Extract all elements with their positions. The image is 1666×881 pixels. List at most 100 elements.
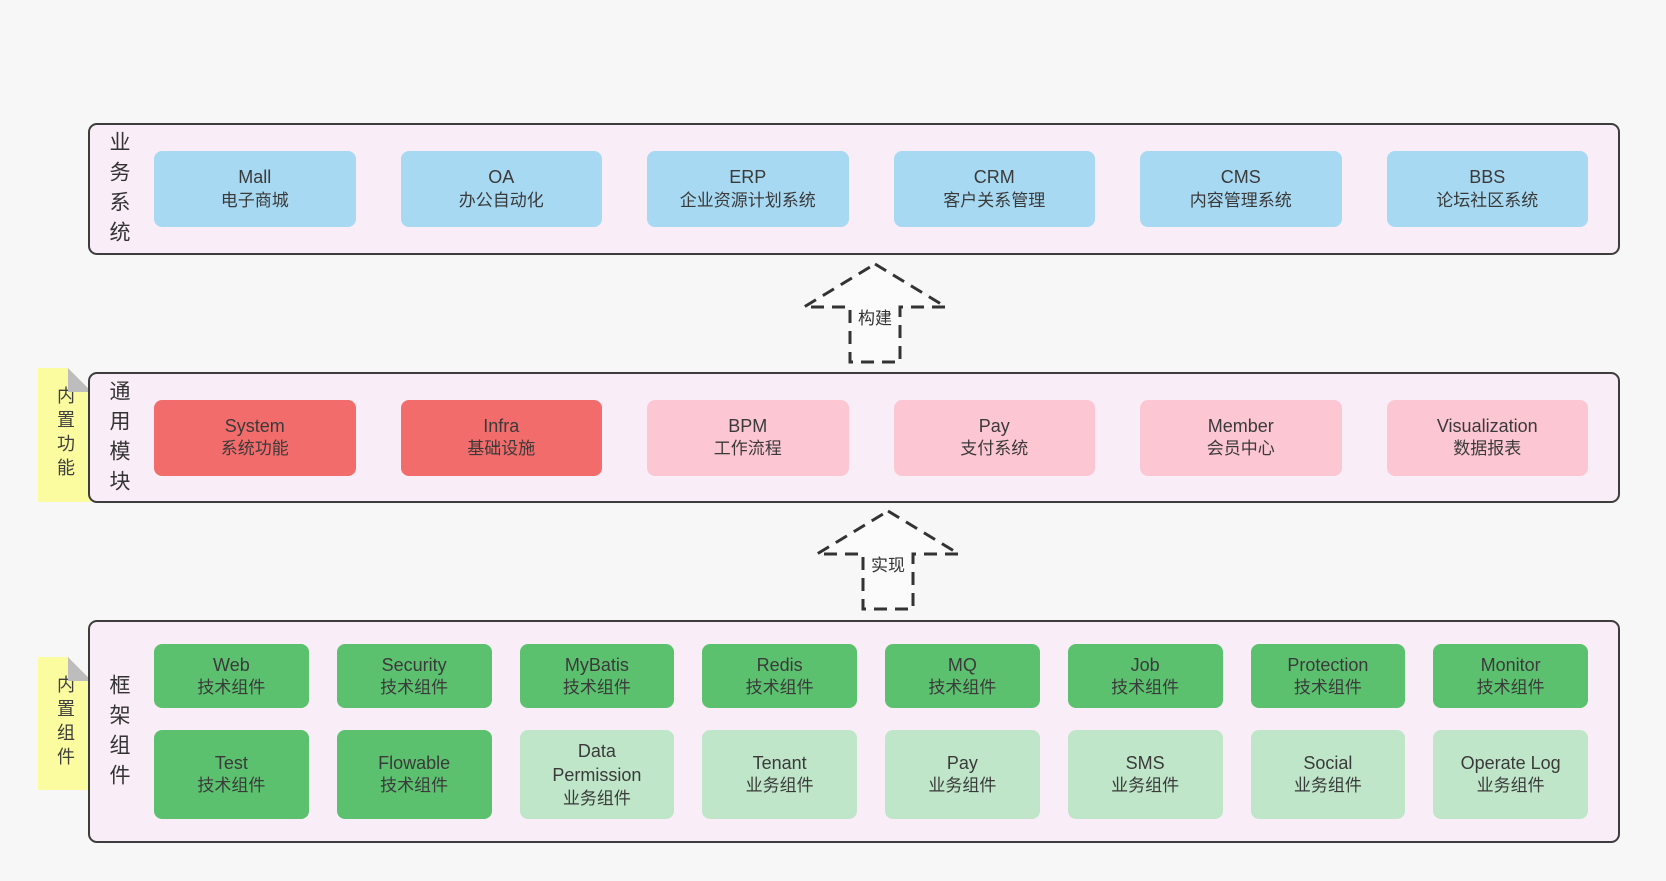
box-subtitle: 数据报表 xyxy=(1453,439,1522,459)
box-title: Protection xyxy=(1287,654,1369,675)
box-sms: SMS 业务组件 xyxy=(1067,730,1223,819)
box-monitor: Monitor 技术组件 xyxy=(1433,644,1588,709)
box-title: Tenant xyxy=(752,753,807,774)
box-title: MyBatis xyxy=(564,654,629,675)
box-title: Redis xyxy=(756,654,803,675)
box-tenant: Tenant 业务组件 xyxy=(702,730,857,819)
box-title: BBS xyxy=(1469,167,1506,188)
box-subtitle: 业务组件 xyxy=(928,776,997,796)
box-title: System xyxy=(224,415,285,436)
box-redis: Redis 技术组件 xyxy=(702,644,857,709)
box-title: Flowable xyxy=(378,753,451,774)
sticky-note-label: 内置组件 xyxy=(55,675,75,771)
box-data-permission: Data Permission 业务组件 xyxy=(519,730,675,819)
box-subtitle: 论坛社区系统 xyxy=(1436,190,1539,210)
box-title: Pay xyxy=(946,753,978,774)
box-member: Member 会员中心 xyxy=(1140,399,1342,476)
box-subtitle: 技术组件 xyxy=(1476,677,1545,697)
box-job: Job 技术组件 xyxy=(1067,644,1223,709)
box-subtitle: 技术组件 xyxy=(1111,677,1180,697)
box-title: SMS xyxy=(1125,753,1165,774)
box-title: Data Permission xyxy=(552,740,642,786)
box-security: Security 技术组件 xyxy=(336,644,492,709)
layer-business-systems: 业务系统 Mall 电子商城 OA 办公自动化 ERP 企业资源计划系统 CRM… xyxy=(88,123,1620,255)
box-pay-component: Pay 业务组件 xyxy=(885,730,1040,819)
box-flowable: Flowable 技术组件 xyxy=(336,730,492,819)
framework-component-grid: Web 技术组件 Security 技术组件 MyBatis 技术组件 Redi… xyxy=(146,622,1618,841)
box-subtitle: 内容管理系统 xyxy=(1189,190,1292,210)
box-subtitle: 技术组件 xyxy=(197,677,266,697)
box-bbs: BBS 论坛社区系统 xyxy=(1386,151,1588,227)
box-subtitle: 会员中心 xyxy=(1206,439,1275,459)
box-subtitle: 客户关系管理 xyxy=(943,190,1046,210)
box-subtitle: 技术组件 xyxy=(562,677,631,697)
box-subtitle: 企业资源计划系统 xyxy=(679,190,816,210)
box-protection: Protection 技术组件 xyxy=(1250,644,1406,709)
box-title: CRM xyxy=(973,167,1015,188)
box-title: Web xyxy=(213,654,250,675)
layer-label: 业务系统 xyxy=(107,131,130,251)
box-title: OA xyxy=(488,167,515,188)
box-subtitle: 电子商城 xyxy=(220,190,289,210)
box-title: Security xyxy=(381,654,447,675)
box-crm: CRM 客户关系管理 xyxy=(893,151,1095,227)
box-title: Monitor xyxy=(1480,654,1541,675)
box-title: ERP xyxy=(729,167,767,188)
box-title: Member xyxy=(1207,415,1274,436)
box-cms: CMS 内容管理系统 xyxy=(1140,151,1342,227)
box-mybatis: MyBatis 技术组件 xyxy=(519,644,675,709)
box-title: Visualization xyxy=(1436,415,1538,436)
sticky-note-built-in-components: 内置组件 xyxy=(38,657,92,790)
box-subtitle: 业务组件 xyxy=(1476,776,1545,796)
sticky-note-label: 内置功能 xyxy=(55,386,75,482)
box-subtitle: 技术组件 xyxy=(380,677,449,697)
box-subtitle: 基础设施 xyxy=(467,439,536,459)
box-mq: MQ 技术组件 xyxy=(885,644,1040,709)
box-title: Mall xyxy=(238,167,272,188)
box-subtitle: 技术组件 xyxy=(745,677,814,697)
box-infra: Infra 基础设施 xyxy=(400,399,602,476)
arrow-build: 构建 xyxy=(800,260,950,366)
common-module-row: System 系统功能 Infra 基础设施 BPM 工作流程 Pay 支付系统… xyxy=(146,374,1618,501)
layer-label: 框架组件 xyxy=(107,673,130,794)
box-operate-log: Operate Log 业务组件 xyxy=(1433,730,1588,819)
box-test: Test 技术组件 xyxy=(154,730,309,819)
box-title: Job xyxy=(1130,654,1160,675)
box-system: System 系统功能 xyxy=(154,399,356,476)
box-subtitle: 业务组件 xyxy=(745,776,814,796)
box-web: Web 技术组件 xyxy=(154,644,309,709)
arrow-label: 实现 xyxy=(868,551,908,576)
box-title: Pay xyxy=(978,415,1010,436)
box-subtitle: 技术组件 xyxy=(380,776,449,796)
box-title: BPM xyxy=(728,415,768,436)
arrow-label: 构建 xyxy=(855,304,895,329)
box-social: Social 业务组件 xyxy=(1250,730,1406,819)
box-title: Operate Log xyxy=(1460,753,1561,774)
box-subtitle: 业务组件 xyxy=(562,788,631,808)
box-title: Test xyxy=(214,753,248,774)
box-bpm: BPM 工作流程 xyxy=(647,399,849,476)
business-system-row: Mall 电子商城 OA 办公自动化 ERP 企业资源计划系统 CRM 客户关系… xyxy=(146,125,1618,253)
box-mall: Mall 电子商城 xyxy=(154,151,356,227)
box-subtitle: 支付系统 xyxy=(960,439,1029,459)
box-erp: ERP 企业资源计划系统 xyxy=(647,151,849,227)
box-title: Social xyxy=(1303,753,1353,774)
box-subtitle: 系统功能 xyxy=(220,439,289,459)
layer-framework-components: 框架组件 Web 技术组件 Security 技术组件 MyBatis 技术组件… xyxy=(88,620,1620,843)
box-subtitle: 工作流程 xyxy=(713,439,782,459)
sticky-note-built-in-features: 内置功能 xyxy=(38,368,92,502)
layer-common-modules: 通用模块 System 系统功能 Infra 基础设施 BPM 工作流程 Pay… xyxy=(88,372,1620,503)
box-subtitle: 技术组件 xyxy=(197,776,266,796)
box-pay-system: Pay 支付系统 xyxy=(893,399,1095,476)
box-title: Infra xyxy=(483,415,520,436)
box-subtitle: 技术组件 xyxy=(1293,677,1362,697)
box-subtitle: 业务组件 xyxy=(1111,776,1180,796)
box-title: CMS xyxy=(1220,167,1261,188)
layer-label: 通用模块 xyxy=(107,379,130,500)
box-subtitle: 业务组件 xyxy=(1293,776,1362,796)
box-visualization: Visualization 数据报表 xyxy=(1386,399,1588,476)
box-title: MQ xyxy=(947,654,977,675)
arrow-implement: 实现 xyxy=(813,507,963,613)
box-subtitle: 技术组件 xyxy=(928,677,997,697)
box-subtitle: 办公自动化 xyxy=(458,190,544,210)
